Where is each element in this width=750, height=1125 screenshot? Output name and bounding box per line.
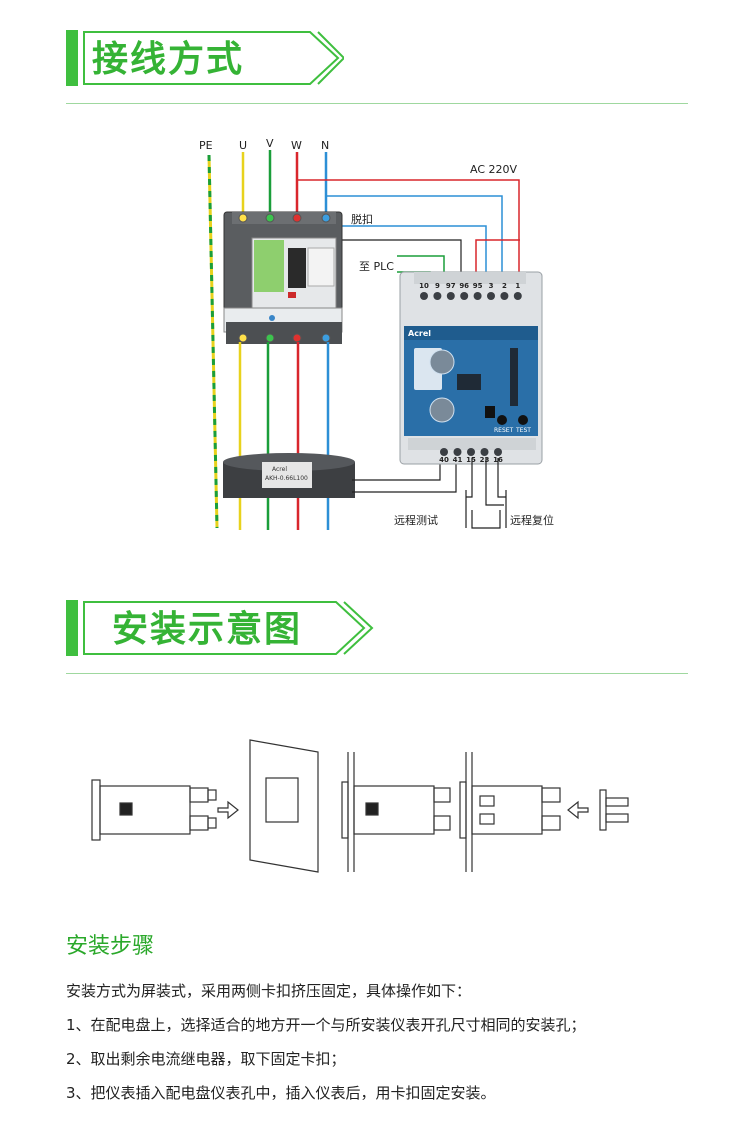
install-step-clipped — [459, 752, 561, 872]
relay-dial-1 — [429, 349, 455, 375]
ct-lead-1 — [352, 458, 441, 481]
terminal-label: 96 — [459, 282, 469, 290]
install-step-panel — [249, 739, 319, 873]
relay-dip-switch — [457, 374, 481, 390]
phase-label-u: U — [239, 139, 247, 152]
terminal-label: 10 — [419, 282, 429, 290]
step-item-1: 1、在配电盘上，选择适合的地方开一个与所安装仪表开孔尺寸相同的安装孔； — [66, 1016, 586, 1034]
ct-model: AKH-0.66L100 — [265, 475, 308, 482]
relay-led-bar — [510, 348, 518, 406]
terminal-label: 3 — [489, 282, 494, 290]
terminal-screw — [433, 292, 442, 300]
terminal-label: 97 — [446, 282, 456, 290]
relay-reset-label: RESET — [494, 427, 514, 434]
section-accent-bar — [66, 600, 78, 656]
circuit-breaker — [223, 211, 343, 344]
wiring-diagram: PE U V W N AC 220V 脱扣 至 PLC — [199, 137, 554, 530]
trip-wire-black — [342, 239, 462, 276]
steps-list: 安装方式为屏装式，采用两侧卡扣挤压固定，具体操作如下： 1、在配电盘上，选择适合… — [66, 980, 706, 1116]
relay-brand: Acrel — [408, 329, 431, 338]
test-button-shape — [518, 415, 528, 425]
supply-label: AC 220V — [470, 163, 518, 176]
terminal-screw — [440, 448, 448, 456]
section-title-tag-shape — [83, 31, 344, 85]
supply-wire-red — [297, 179, 520, 276]
steps-title: 安装步骤 — [66, 934, 155, 959]
terminal-screw — [420, 292, 428, 300]
terminal-screw — [500, 292, 509, 300]
remote-wire-3 — [497, 458, 506, 498]
step-item-3: 3、把仪表插入配电盘仪表孔中，插入仪表后，用卡扣固定安装。 — [66, 1084, 496, 1102]
breaker-green-label — [254, 240, 284, 292]
clip-icon — [599, 789, 629, 831]
breaker-handle — [288, 248, 306, 288]
arrow-left-icon — [567, 800, 589, 820]
supply-wire-blue — [326, 195, 503, 276]
arrow-right-icon — [217, 800, 239, 820]
section-accent-bar — [66, 30, 78, 86]
relay-dial-2 — [429, 397, 455, 423]
terminal-screw — [453, 448, 462, 456]
terminal-label: 1 — [515, 282, 520, 290]
section-header-install: 安装示意图 — [66, 600, 688, 680]
terminal-screw — [494, 448, 502, 456]
steps-intro: 安装方式为屏装式，采用两侧卡扣挤压固定，具体操作如下： — [66, 982, 472, 1000]
section-divider — [66, 103, 688, 104]
terminal-screw — [446, 292, 455, 300]
terminal-label: 9 — [435, 282, 440, 290]
section-title: 接线方式 — [92, 39, 245, 80]
plc-label: 至 PLC — [359, 260, 394, 273]
trip-wire-red2 — [475, 239, 520, 276]
terminal-label: 95 — [473, 282, 483, 290]
plc-wire-green — [397, 255, 445, 276]
terminal-label: 41 — [453, 456, 463, 464]
phase-label-pe: PE — [199, 139, 213, 152]
section-header-wiring: 接线方式 — [66, 30, 688, 110]
phase-label-v: V — [266, 137, 274, 150]
remote-wire-1 — [466, 458, 473, 498]
trip-wire-blue — [342, 225, 487, 276]
terminal-screw — [513, 292, 522, 300]
terminal-label: 23 — [480, 456, 490, 464]
install-step-inserted — [341, 752, 451, 872]
terminal-screw — [473, 292, 482, 300]
section-title-tag-shape — [83, 601, 374, 655]
pe-wire-stripe — [207, 154, 219, 529]
remote-wire-2 — [485, 458, 504, 506]
terminal-label: 40 — [439, 456, 449, 464]
ct-lead-2 — [352, 458, 457, 493]
phase-label-w: W — [291, 139, 302, 152]
ct-brand: Acrel — [272, 466, 287, 473]
section-title: 安装示意图 — [112, 609, 303, 650]
terminal-screw — [460, 292, 469, 300]
terminal-screw — [467, 448, 475, 456]
current-transformer: Acrel AKH-0.66L100 — [223, 453, 355, 498]
relay-test-label: TEST — [515, 427, 531, 434]
terminal-screw — [487, 292, 495, 300]
installation-diagram — [91, 739, 629, 873]
install-step-relay — [91, 779, 217, 841]
terminal-screw — [480, 448, 489, 456]
trip-label: 脱扣 — [351, 212, 373, 226]
reset-button-shape — [497, 415, 507, 425]
remote-reset-label: 远程复位 — [510, 513, 554, 527]
remote-test-label: 远程测试 — [394, 514, 438, 527]
terminal-label: 15 — [466, 456, 476, 464]
terminal-label: 2 — [502, 282, 507, 290]
ct-label-plate — [262, 462, 312, 488]
section-divider — [66, 673, 688, 674]
step-item-2: 2、取出剩余电流继电器，取下固定卡扣； — [66, 1050, 346, 1068]
phase-label-n: N — [321, 139, 329, 152]
